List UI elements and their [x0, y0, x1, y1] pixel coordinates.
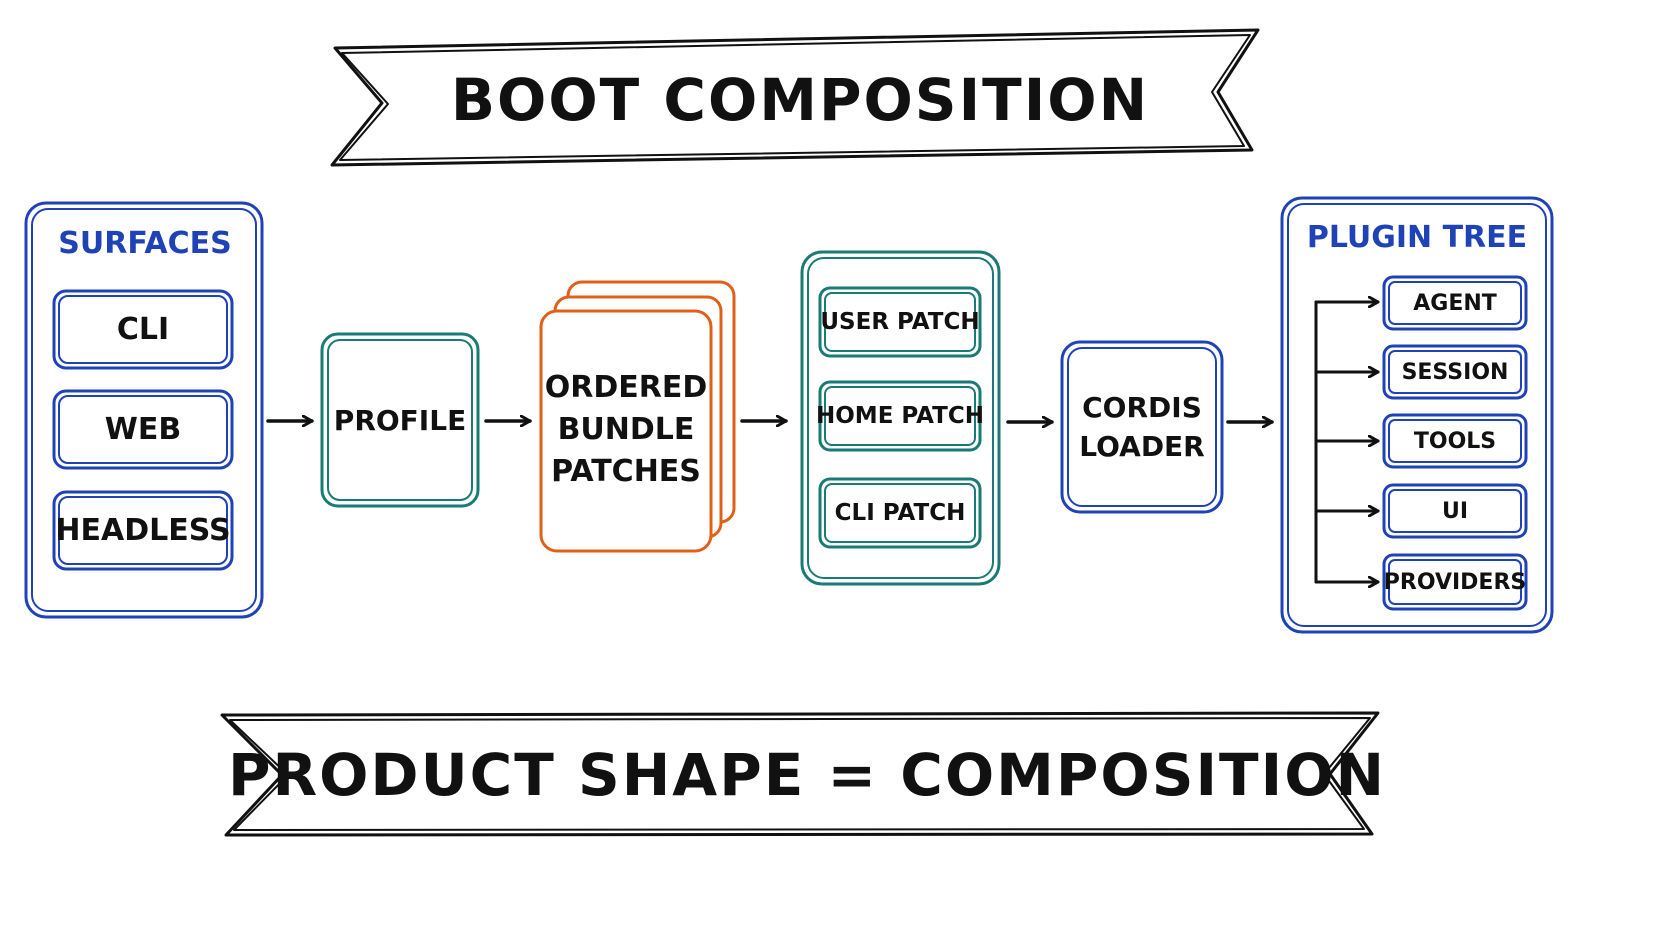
- surface-headless-box: [52, 490, 234, 571]
- cli-patch-label: CLI PATCH: [834, 500, 966, 526]
- plugin-tools-label: TOOLS: [1413, 428, 1497, 454]
- plugin-providers-label: PROVIDERS: [1383, 569, 1527, 595]
- surface-web-label: WEB: [104, 412, 182, 447]
- loader-label: CORDIS LOADER: [1079, 390, 1205, 463]
- plugin-agent-label: AGENT: [1413, 290, 1497, 316]
- bundle-patches-label: ORDERED BUNDLE PATCHES: [544, 370, 708, 489]
- profile-box: [320, 332, 480, 508]
- cli-patch-box: [818, 477, 982, 549]
- footer-banner: [220, 711, 1380, 837]
- loader-box: [1060, 340, 1224, 514]
- surface-cli-label: CLI: [116, 312, 170, 347]
- plugin-tree-title: PLUGIN TREE: [1306, 219, 1528, 255]
- plugin-session-box: [1382, 344, 1528, 400]
- plugin-tree-connectors: [1314, 302, 1380, 582]
- diagram-title: BOOT COMPOSITION: [450, 66, 1150, 134]
- home-patch-label: HOME PATCH: [816, 403, 984, 429]
- user-patch-box: [818, 286, 982, 358]
- user-patch-label: USER PATCH: [820, 309, 980, 335]
- plugin-ui-label: UI: [1441, 498, 1469, 524]
- surfaces-title: SURFACES: [58, 225, 232, 261]
- patches-panel: [800, 250, 1001, 586]
- title-banner: [330, 28, 1260, 167]
- plugin-agent-box: [1382, 275, 1528, 331]
- footer-caption: PRODUCT SHAPE = COMPOSITION: [227, 741, 1387, 809]
- surfaces-panel: [24, 201, 264, 619]
- plugin-tree-panel: [1280, 196, 1554, 634]
- plugin-tools-box: [1382, 413, 1528, 469]
- home-patch-box: [818, 380, 982, 452]
- surface-cli-box: [52, 289, 234, 370]
- profile-label: PROFILE: [333, 403, 467, 437]
- surface-web-box: [52, 389, 234, 470]
- plugin-providers-box: [1382, 553, 1528, 611]
- bundle-patches-stack: [539, 280, 736, 553]
- plugin-ui-box: [1382, 483, 1528, 539]
- plugin-session-label: SESSION: [1401, 359, 1509, 385]
- surface-headless-label: HEADLESS: [55, 513, 231, 548]
